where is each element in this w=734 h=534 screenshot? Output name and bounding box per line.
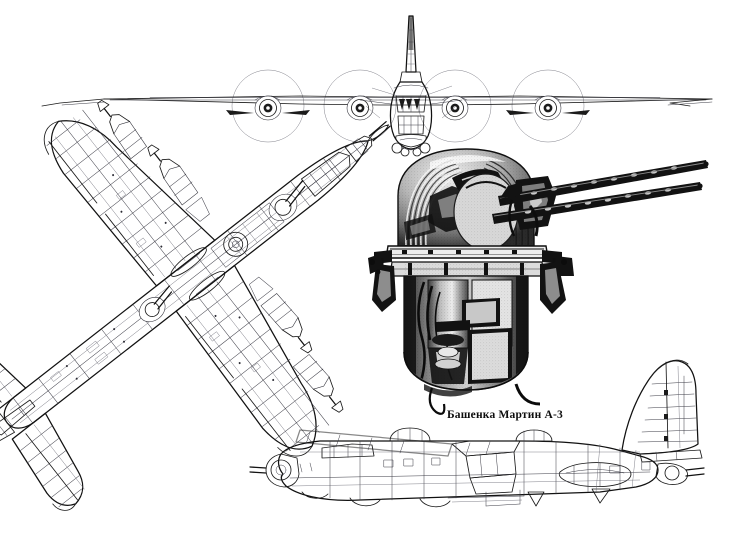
- nacelle-inner-left: [147, 144, 210, 222]
- plan-view-group: [0, 99, 391, 511]
- nacelle-inner-right: [249, 276, 313, 354]
- turret-photo-caption: Башенка Мартин А-3: [447, 409, 563, 421]
- side-view-group: [249, 359, 705, 508]
- turret-guns: [492, 160, 709, 224]
- front-view-group: [41, 15, 713, 157]
- nacelle-outer-left: [97, 99, 147, 160]
- turret-photo-group: [368, 148, 709, 415]
- nacelle-outer-right: [292, 354, 344, 413]
